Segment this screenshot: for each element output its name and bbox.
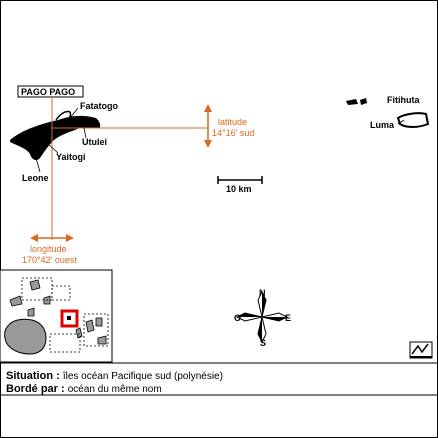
capital-label-box: [17, 85, 84, 98]
compass-n: N: [259, 288, 266, 298]
inset-island-g: [97, 335, 107, 345]
longitude-arrow-right: [66, 234, 74, 242]
place-yaitogi: Yaitogi: [56, 152, 86, 162]
inset-island-d: [85, 319, 95, 333]
inset-new-guinea: [9, 295, 23, 307]
luma-leader: [397, 119, 405, 125]
tau-island: [396, 112, 430, 128]
inset-map: [0, 269, 113, 363]
borde-label: Bordé par :: [6, 383, 65, 395]
place-fitihuta: Fitihuta: [387, 95, 420, 105]
olosega-island: [360, 98, 367, 105]
inset-border-zone-3: [83, 313, 109, 347]
longitude-label: longitude: [30, 244, 67, 254]
tutuila-island: [10, 115, 101, 161]
latitude-label: latitude: [218, 117, 247, 127]
inset-border-zone-2: [51, 285, 71, 301]
compass-s: S: [260, 338, 266, 348]
borde-value: océan du même nom: [67, 384, 162, 395]
longitude-arrow-left: [30, 234, 38, 242]
ofu-island: [346, 99, 358, 105]
place-utulei: Utulei: [82, 137, 107, 147]
inset-australia: [4, 318, 47, 355]
leone-leader: [35, 157, 41, 173]
inset-island-b: [27, 307, 35, 317]
compass-o: O: [234, 313, 241, 323]
inset-location-dot: [67, 316, 71, 320]
aunuu-islet: [95, 125, 100, 128]
place-leone: Leone: [22, 173, 49, 183]
latitude-arrow-up: [204, 104, 212, 112]
info-panel: Situation : îles océan Pacifique sud (po…: [6, 370, 426, 396]
compass-needle-south-fill: [258, 317, 262, 342]
latitude-value: 14°16' sud: [212, 128, 254, 138]
place-luma: Luma: [370, 120, 395, 130]
situation-row: Situation : îles océan Pacifique sud (po…: [6, 370, 426, 383]
fatatogo-leader: [69, 107, 79, 119]
place-fatatogo: Fatatogo: [80, 101, 118, 111]
inset-island-a: [29, 279, 41, 291]
borde-row: Bordé par : océan du même nom: [6, 383, 426, 396]
latitude-arrow-down: [204, 140, 212, 148]
inset-location-marker: [60, 309, 79, 328]
tutuila-coast: [55, 110, 72, 123]
inset-island-e: [95, 317, 103, 327]
signature-icon[interactable]: [409, 341, 433, 359]
compass-needle-west-fill: [237, 313, 262, 317]
longitude-value: 170°42' ouest: [22, 255, 77, 265]
compass-needle-east-fill: [262, 317, 287, 321]
situation-label: Situation :: [6, 370, 60, 382]
capital-label: PAGO PAGO: [21, 87, 75, 97]
compass-needle-north-fill: [262, 292, 266, 317]
situation-value: îles océan Pacifique sud (polynésie): [62, 371, 223, 382]
compass-e: E: [285, 313, 291, 323]
yaitogi-leader: [45, 141, 59, 154]
inset-island-f: [75, 327, 83, 339]
scale-bar-label: 10 km: [226, 184, 252, 194]
utulei-leader: [83, 127, 87, 139]
compass-rose: N S E O: [234, 288, 291, 348]
